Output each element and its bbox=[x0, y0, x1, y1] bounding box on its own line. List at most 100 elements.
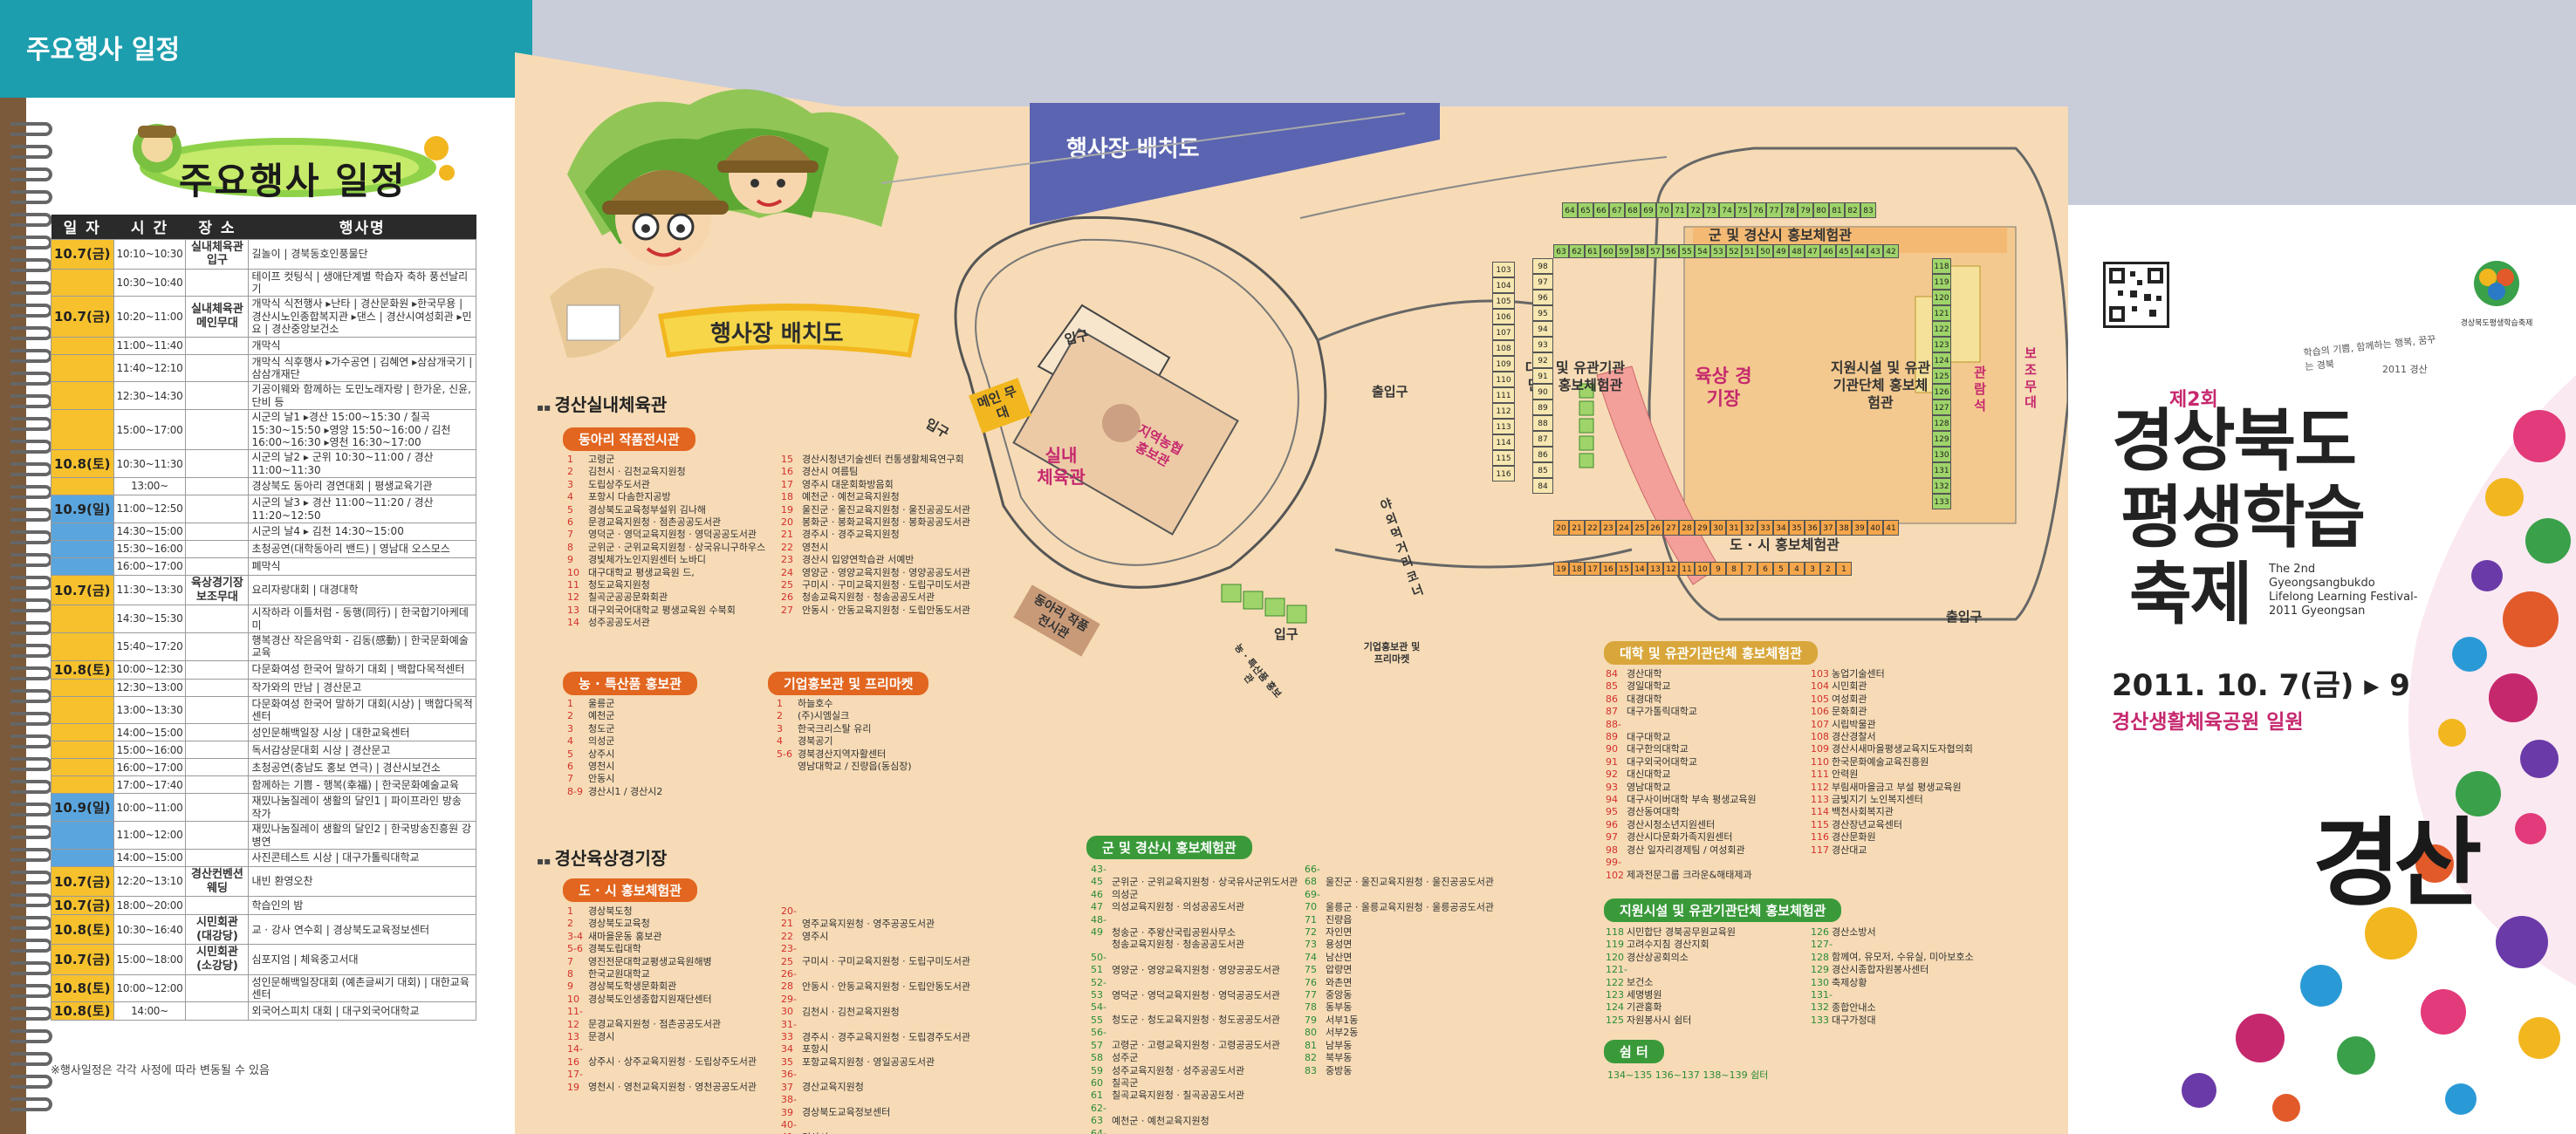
list-item: 2(주)시엠실크 bbox=[777, 710, 969, 722]
qr-code-icon[interactable] bbox=[2103, 262, 2169, 328]
booth-number: 32 bbox=[1742, 520, 1757, 536]
booth-number: 114 bbox=[1492, 434, 1515, 450]
list-item-number: 86 bbox=[1606, 693, 1618, 705]
list-item-number: 12 bbox=[567, 591, 579, 604]
schedule-date bbox=[51, 741, 114, 760]
list-item-number: 121-122 bbox=[1606, 964, 1627, 988]
booth-number: 8 bbox=[1726, 562, 1742, 576]
booth-number: 126 bbox=[1932, 384, 1951, 400]
list-item-number: 1 bbox=[567, 905, 573, 917]
schedule-event: 시군의 날3 ▸ 경산 11:00~11:20 / 경산 11:20~12:50 bbox=[248, 495, 476, 523]
list-item-number: 106 bbox=[1811, 706, 1829, 718]
schedule-place: 시민회관 (소강당) bbox=[185, 944, 250, 975]
booth-number: 113 bbox=[1492, 419, 1515, 434]
list-item-label: 경산교육지원청 bbox=[802, 1081, 864, 1093]
spiral-coil bbox=[10, 576, 52, 590]
booth-number: 13 bbox=[1648, 562, 1663, 576]
univ-tag: 대학 및 유관기관단체 홍보체험관 bbox=[1604, 641, 1818, 665]
booth-number: 62 bbox=[1569, 244, 1585, 258]
festival-english-title: The 2nd Gyeongsangbukdo Lifelong Learnin… bbox=[2269, 563, 2417, 618]
booth-number: 68 bbox=[1625, 202, 1641, 218]
schedule-date bbox=[51, 678, 114, 697]
list-item-label: 영남대학교 bbox=[1627, 781, 1671, 793]
schedule-event: 시작하라 이틀처럼 - 동행(同行) | 한국합기아케데미 bbox=[248, 605, 476, 633]
track-section-title: 경산육상경기장 bbox=[537, 844, 667, 870]
spiral-coil bbox=[10, 417, 52, 431]
list-item-number: 15 bbox=[781, 454, 793, 465]
rest-text: 134~135 136~137 138~139 쉼터 bbox=[1607, 1069, 1769, 1081]
booth-number: 79 bbox=[1798, 202, 1813, 218]
schedule-place bbox=[185, 659, 250, 680]
list-item-number: 4 bbox=[567, 735, 573, 748]
list-item-number: 81 bbox=[1305, 1039, 1317, 1051]
schedule-place bbox=[185, 793, 250, 823]
list-item-number: 26 bbox=[781, 591, 793, 604]
list-item-label: 도립상주도서관 bbox=[588, 478, 650, 490]
spiral-coil bbox=[10, 508, 52, 522]
booth-number: 14 bbox=[1632, 562, 1648, 576]
list-item-label: 고령군 bbox=[588, 454, 615, 465]
list-item-label: 청도군 · 청도교육지원청 · 청도공공도서관 bbox=[1112, 1014, 1281, 1026]
list-item-label: 종합안내소 bbox=[1832, 1001, 1876, 1014]
spiral-coil bbox=[10, 825, 52, 839]
booth-number: 31 bbox=[1726, 520, 1742, 536]
list-item-number: 124 bbox=[1606, 1001, 1624, 1014]
schedule-date bbox=[51, 336, 114, 355]
list-item-number: 120 bbox=[1606, 951, 1624, 963]
list-item-number: 129 bbox=[1811, 964, 1829, 976]
corp-tag: 기업홍보관 및 프리마켓 bbox=[768, 672, 929, 695]
schedule-time: 15:40~17:20 bbox=[113, 632, 187, 661]
list-item-label: 영천시 · 영천교육지원청 · 영천공공도서관 bbox=[588, 1081, 757, 1093]
schedule-time: 12:30~13:00 bbox=[113, 678, 187, 697]
fest-en-3: Lifelong Learning Festival- bbox=[2269, 591, 2418, 604]
schedule-time: 10:30~11:30 bbox=[113, 449, 187, 479]
list-item-label: 안동시 bbox=[588, 773, 615, 785]
list-item-number: 105 bbox=[1811, 693, 1829, 705]
dosi-tag: 도 · 시 홍보체험관 bbox=[563, 878, 697, 902]
booth-number: 60 bbox=[1600, 244, 1616, 258]
schedule-date: 10.7(금) bbox=[51, 238, 114, 270]
schedule-time: 10:30~10:40 bbox=[113, 268, 187, 297]
list-item-number: 98 bbox=[1606, 844, 1618, 856]
booth-number: 75 bbox=[1735, 202, 1750, 218]
schedule-title-badge: 주요행사 일정 bbox=[96, 113, 471, 218]
list-item-label: 청송교육지원청 · 청송공공도서관 bbox=[1112, 939, 1245, 951]
list-item-number: 22 bbox=[781, 930, 793, 942]
booth-number: 80 bbox=[1813, 202, 1829, 218]
schedule-time: 10:00~12:00 bbox=[113, 973, 187, 1003]
list-item-label: 영남대학교 / 진량읍(동심장) bbox=[798, 761, 912, 773]
inst-hall-label: 지원시설 및 유관기관단체 홍보체험관 bbox=[1830, 359, 1931, 411]
list-item-number: 5 bbox=[567, 503, 573, 516]
list-item-number: 130 bbox=[1811, 976, 1829, 988]
list-item-label: 제과전문그룹 크라운&해태제과 bbox=[1627, 869, 1752, 881]
stands-label: 관람석 bbox=[1974, 365, 1986, 413]
list-item-label: 경상북도인생종합지원재단센터 bbox=[588, 993, 712, 1005]
booth-number: 30 bbox=[1710, 520, 1726, 536]
schedule-header-cell: 장 소 bbox=[185, 215, 249, 239]
schedule-time: 10:30~16:40 bbox=[113, 914, 187, 946]
